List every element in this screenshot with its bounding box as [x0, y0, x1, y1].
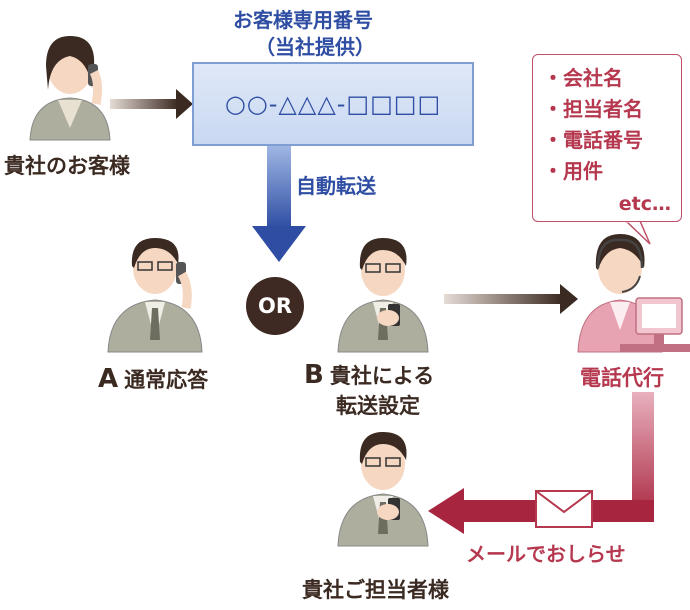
arrow-auto-transfer	[252, 146, 306, 262]
option-b-letter: B	[304, 360, 324, 390]
memo-item: 電話番号	[543, 125, 681, 156]
mail-notice-label: メールでおしらせ	[466, 542, 626, 566]
memo-items: 会社名 担当者名 電話番号 用件	[533, 55, 681, 187]
auto-transfer-label: 自動転送	[296, 174, 376, 198]
person-b-figure	[337, 238, 429, 353]
option-b-text-line1: 貴社による	[329, 364, 435, 388]
number-title-line1: お客様専用番号	[233, 8, 373, 32]
memo-item: 担当者名	[543, 94, 681, 125]
memo-etc: etc…	[618, 193, 671, 215]
customer-label: 貴社のお客様	[4, 154, 130, 178]
arrow-customer-to-number	[110, 89, 193, 119]
memo-item: 会社名	[543, 63, 681, 94]
memo-speech-bubble: 会社名 担当者名 電話番号 用件 etc…	[532, 54, 682, 222]
operator-figure	[577, 234, 690, 353]
customer-number-box: ○○-△△△-□□□□	[192, 62, 474, 146]
or-badge: OR	[246, 277, 304, 335]
option-a-letter: A	[98, 364, 119, 394]
customer-figure	[29, 36, 111, 141]
envelope-icon	[535, 490, 593, 528]
customer-number: ○○-△△△-□□□□	[224, 90, 442, 118]
arrow-to-call-service	[444, 284, 578, 314]
person-a-figure	[107, 238, 203, 353]
call-service-label: 電話代行	[580, 366, 664, 390]
person-in-charge-label: 貴社ご担当者様	[302, 578, 449, 602]
memo-item: 用件	[543, 156, 681, 187]
person-in-charge-figure	[337, 432, 429, 547]
option-b-text-line2: 転送設定	[336, 394, 420, 418]
number-title-line2: （当社提供）	[255, 35, 375, 59]
arrow-mail-notice	[428, 392, 654, 534]
option-a-text: 通常応答	[124, 368, 209, 392]
